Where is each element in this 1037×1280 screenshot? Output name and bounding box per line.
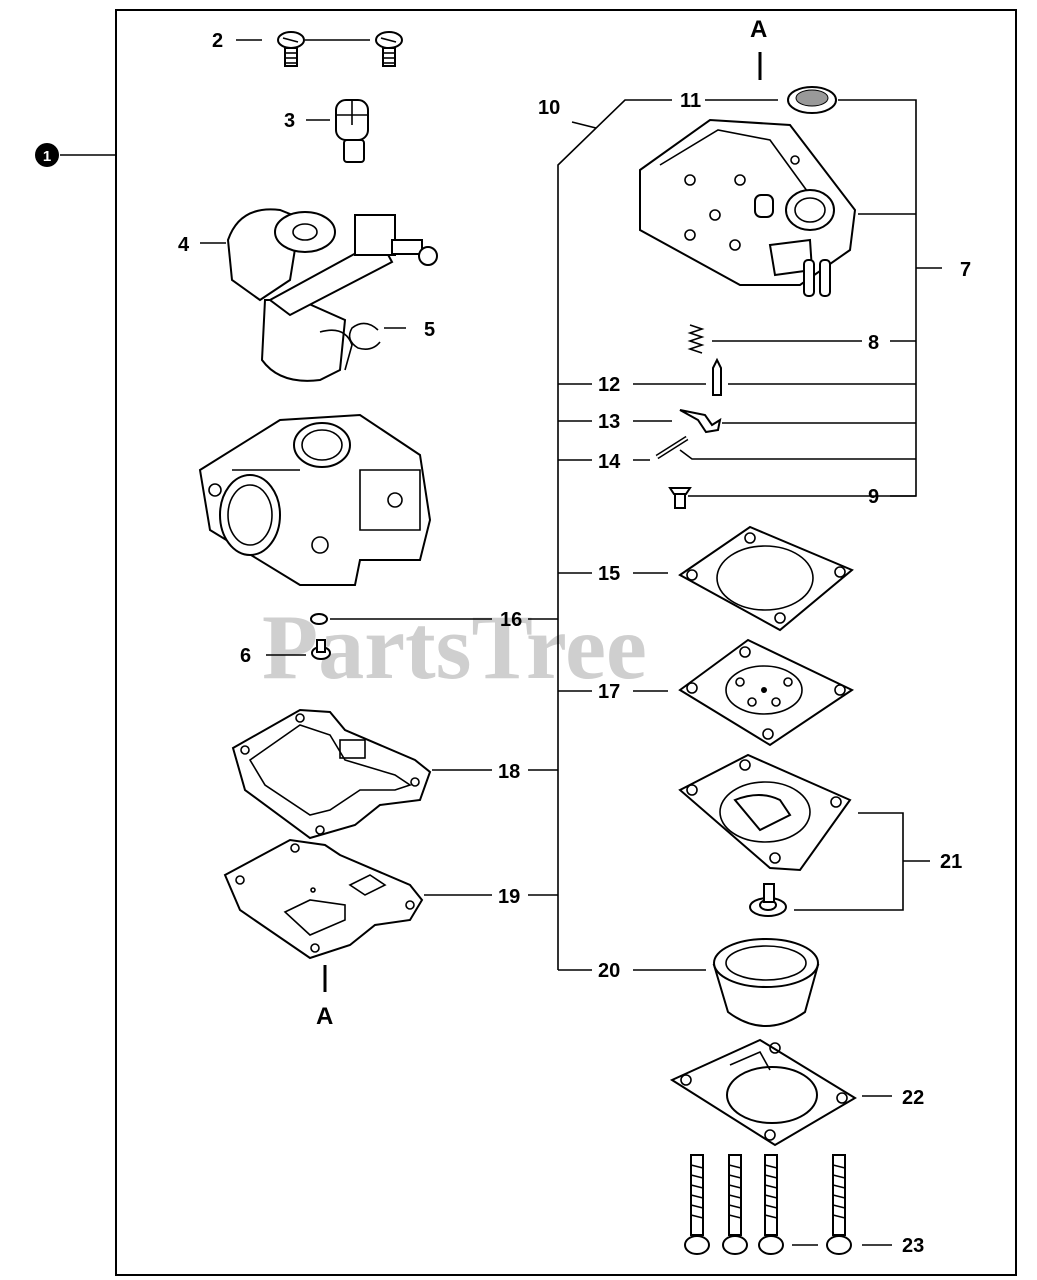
jet-illustration: [311, 639, 331, 660]
callout-12[interactable]: 12: [598, 374, 620, 396]
carburetor-body-illustration: [198, 413, 432, 586]
spring-illustration: [687, 324, 705, 354]
callout-18[interactable]: 18: [498, 761, 520, 783]
primer-retainer-illustration: [669, 1038, 857, 1147]
lever-screw-illustration: [668, 487, 692, 509]
throttle-valve-illustration: [335, 99, 369, 163]
callout-2[interactable]: 2: [212, 30, 223, 52]
callout-10[interactable]: 10: [538, 97, 560, 119]
section-marker-top[interactable]: A: [750, 16, 767, 43]
cover-screws-illustration: [684, 1154, 852, 1255]
callout-15[interactable]: 15: [598, 563, 620, 585]
gasket-15-illustration: [678, 525, 854, 632]
callout-7[interactable]: 7: [960, 259, 971, 281]
callout-6[interactable]: 6: [240, 645, 251, 667]
callout-9[interactable]: 9: [868, 486, 879, 508]
callout-13[interactable]: 13: [598, 411, 620, 433]
callout-22[interactable]: 22: [902, 1087, 924, 1109]
callout-23[interactable]: 23: [902, 1235, 924, 1257]
e-clip-illustration: [348, 322, 381, 350]
diaphragm-17-illustration: [678, 638, 855, 747]
callout-3[interactable]: 3: [284, 110, 295, 132]
callout-21[interactable]: 21: [940, 851, 962, 873]
inlet-needle-illustration: [712, 357, 722, 396]
assembly-marker[interactable]: 1: [35, 143, 116, 167]
throttle-lever-illustration: [226, 208, 438, 382]
o-ring-illustration: [310, 613, 328, 625]
screw-pair-illustration: [277, 31, 403, 67]
callout-19[interactable]: 19: [498, 886, 520, 908]
gasket-19-illustration: [223, 838, 424, 960]
section-marker-bottom[interactable]: A: [316, 1003, 333, 1030]
primer-bulb-illustration: [712, 938, 820, 1027]
fuel-screen-illustration: [787, 86, 837, 114]
control-lever-illustration: [679, 409, 722, 434]
callout-20[interactable]: 20: [598, 960, 620, 982]
metering-cover-illustration: [678, 753, 852, 872]
diagram-frame: [115, 9, 1017, 1276]
callout-4[interactable]: 4: [178, 234, 190, 256]
callout-14[interactable]: 14: [598, 451, 621, 473]
gasket-18-illustration: [231, 708, 432, 840]
callout-11[interactable]: 11: [680, 90, 701, 112]
metering-needle-illustration: [749, 883, 787, 917]
callout-8[interactable]: 8: [868, 332, 879, 354]
callout-16[interactable]: 16: [500, 609, 522, 631]
fuel-pump-body-illustration: [639, 118, 857, 297]
lever-pin-illustration: [655, 435, 689, 460]
callout-17[interactable]: 17: [598, 681, 620, 703]
callout-5[interactable]: 5: [424, 319, 435, 341]
svg-text:1: 1: [43, 148, 51, 165]
